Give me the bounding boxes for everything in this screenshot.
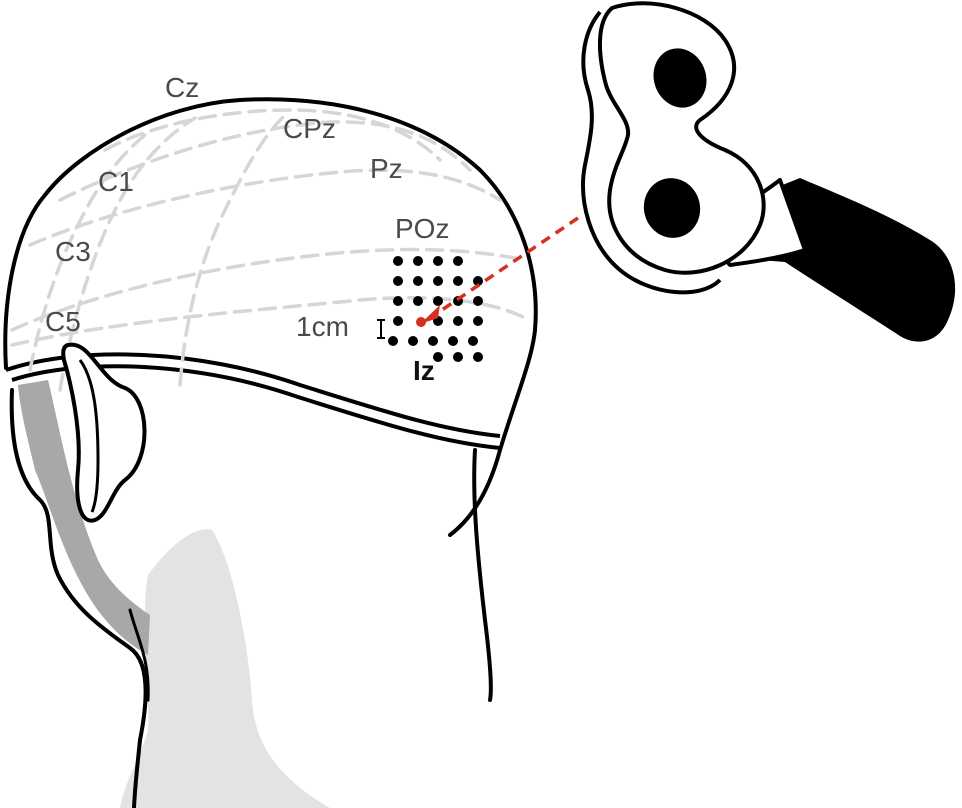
- coil-wing-bottom: [643, 178, 701, 238]
- chin-outline: [128, 608, 150, 702]
- dashed-arrow-icon: [416, 216, 579, 327]
- grid-dot: [453, 256, 463, 266]
- target-point: [416, 317, 426, 327]
- label-cz: Cz: [165, 72, 199, 103]
- grid-dot: [408, 336, 418, 346]
- jaw-outline: [9, 388, 148, 808]
- grid-dot: [473, 296, 483, 306]
- grid-dot: [388, 336, 398, 346]
- scale-bar: [377, 319, 385, 339]
- grid-dot: [413, 276, 423, 286]
- grid-dot: [393, 316, 403, 326]
- figure-eight-coil-icon: [581, 1, 956, 342]
- grid-dot: [473, 316, 483, 326]
- grid-dot: [468, 336, 478, 346]
- grid-dot: [413, 256, 423, 266]
- grid-dot: [433, 276, 443, 286]
- ear-inner: [78, 359, 100, 513]
- grid-dot: [433, 256, 443, 266]
- scale-label: 1cm: [296, 311, 349, 342]
- grid-dot: [428, 336, 438, 346]
- grid-dot: [393, 256, 403, 266]
- grid-dot: [448, 336, 458, 346]
- grid-dot: [413, 296, 423, 306]
- neck-shadow-dark: [18, 380, 150, 655]
- neck-back-outline: [472, 448, 493, 702]
- label-c3: C3: [55, 236, 91, 267]
- coil-wing-top: [653, 48, 707, 108]
- label-c1: C1: [98, 166, 134, 197]
- label-c5: C5: [45, 306, 81, 337]
- dot-grid-icon: [388, 256, 483, 362]
- label-cpz: CPz: [283, 113, 336, 144]
- grid-dot: [393, 276, 403, 286]
- grid-dot: [473, 352, 483, 362]
- grid-dot: [453, 352, 463, 362]
- grid-dot: [453, 276, 463, 286]
- grid-dot: [433, 296, 443, 306]
- coil-face: [598, 1, 766, 275]
- neck-shadow-light: [120, 529, 330, 808]
- label-pz: Pz: [370, 153, 403, 184]
- label-iz: Iz: [413, 355, 435, 386]
- head-outline: [3, 97, 538, 537]
- grid-dot: [473, 276, 483, 286]
- coil-handle: [760, 178, 956, 342]
- electrode-grid-lines: [10, 108, 527, 392]
- label-poz: POz: [395, 213, 449, 244]
- grid-dot: [453, 316, 463, 326]
- grid-dot: [433, 352, 443, 362]
- ear-outline: [61, 342, 147, 523]
- grid-dot: [393, 296, 403, 306]
